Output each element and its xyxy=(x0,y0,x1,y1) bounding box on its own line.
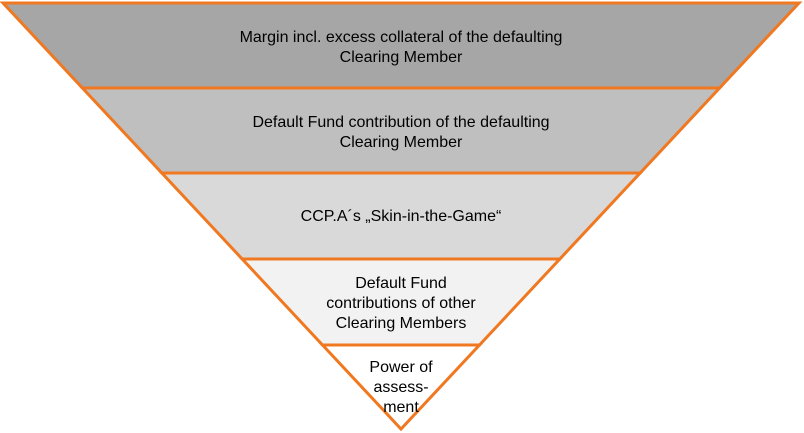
pyramid-layer-2-label-line: Clearing Member xyxy=(340,134,463,151)
pyramid-layer-2-label: Default Fund contribution of the default… xyxy=(252,114,549,151)
pyramid-layer-4-label-line: contributions of other xyxy=(326,295,476,312)
pyramid-layer-1-label-line: Margin incl. excess collateral of the de… xyxy=(240,29,563,46)
pyramid-layer-3-label: CCP.A´s „Skin-in-the-Game“ xyxy=(301,208,502,225)
pyramid-layer-4-label-line: Clearing Members xyxy=(336,315,467,332)
pyramid-layer-1-label: Margin incl. excess collateral of the de… xyxy=(240,29,563,66)
pyramid-layer-5-label-line: Power of xyxy=(369,359,433,376)
pyramid-layer-5-label: Power of assess-ment xyxy=(369,359,433,416)
pyramid-layer-2-label-line: Default Fund contribution of the default… xyxy=(252,114,549,131)
pyramid-layer-5-label-line: ment xyxy=(383,399,419,416)
pyramid-layer-4-label-line: Default Fund xyxy=(355,275,447,292)
pyramid-layer-3-label-line: CCP.A´s „Skin-in-the-Game“ xyxy=(301,208,502,225)
pyramid-layer-5 xyxy=(319,343,483,432)
pyramid-layer-5-label-line: assess- xyxy=(373,379,428,396)
pyramid-layer-1-label-line: Clearing Member xyxy=(340,49,463,66)
